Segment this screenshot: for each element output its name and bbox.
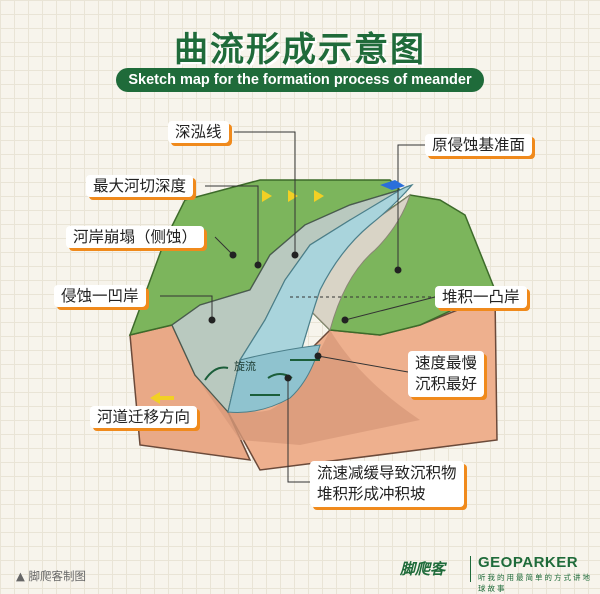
label-migration: 河道迁移方向 xyxy=(90,406,198,428)
brand-tagline: 听我的用最简单的方式讲地球故事 xyxy=(478,573,592,593)
label-slowest: 速度最慢 沉积最好 xyxy=(408,351,485,397)
label-eddy: 旋流 xyxy=(234,360,256,373)
water-source xyxy=(380,180,405,190)
label-slowest-line1: 速度最慢 xyxy=(415,354,478,372)
label-slowest-line2: 沉积最好 xyxy=(415,375,478,393)
label-convex: 堆积一凸岸 xyxy=(435,286,527,308)
label-deposit-line2: 堆积形成冲积坡 xyxy=(317,485,426,503)
label-concave: 侵蚀一凹岸 xyxy=(54,285,146,307)
label-max-depth: 最大河切深度 xyxy=(86,175,194,197)
brand-divider xyxy=(470,556,471,582)
leader-lines xyxy=(160,131,436,483)
label-deposit-line1: 流速减缓导致沉积物 xyxy=(317,464,457,482)
leader-dots xyxy=(208,251,402,382)
label-thalweg: 深泓线 xyxy=(168,121,229,143)
source-credit: ▲ 脚爬客制图 xyxy=(16,569,87,583)
title-wrap: 曲流形成示意图 xyxy=(0,30,600,70)
label-collapse: 河岸崩塌（侧蚀） xyxy=(66,226,205,248)
sediment-section xyxy=(195,330,420,445)
source-text: 脚爬客制图 xyxy=(28,569,87,583)
label-base-level: 原侵蚀基准面 xyxy=(425,134,533,156)
page-subtitle: Sketch map for the formation process of … xyxy=(116,68,484,92)
label-deposit: 流速减缓导致沉积物 堆积形成冲积坡 xyxy=(310,461,464,507)
flow-arrows xyxy=(150,190,324,404)
brand-logo-cn: 脚爬客 xyxy=(400,560,446,578)
page-title: 曲流形成示意图 xyxy=(174,30,426,70)
brand-logo-en: GEOPARKER xyxy=(478,554,579,571)
